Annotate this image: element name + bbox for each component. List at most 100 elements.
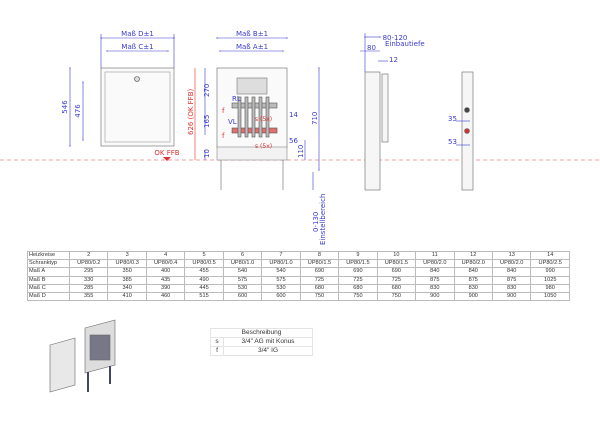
table-cell: UP80/1.0 [261,259,301,269]
table-cell: 7 [261,250,301,261]
table-cell: 750 [376,291,417,302]
table-cell: 830 [453,283,493,293]
table-cell: 8 [299,250,340,261]
table-cell: 410 [107,291,147,302]
table-cell: 540 [261,267,301,277]
table-cell: 285 [68,283,109,293]
dim-80-label: 80 [367,44,376,52]
table-cell: UP80/1.0 [222,259,263,269]
side-view [360,33,389,191]
row-label: Maß C [27,283,70,293]
right-view [456,71,474,191]
table-cell: 355 [68,291,109,302]
table-cell: 900 [453,291,493,302]
table-cell: UP80/1.5 [338,259,378,269]
table-cell: 385 [107,275,147,285]
table-cell: 540 [222,267,263,277]
table-cell: 980 [530,283,570,293]
table-cell: 840 [415,267,455,277]
table-cell: UP80/1.5 [376,259,417,269]
f-top-label: f [222,107,225,115]
desc-value: 3/4" IG [223,346,313,356]
table-cell: 12 [453,250,493,261]
adjust-range-label: 0-130 [312,212,320,232]
dim-35-label: 35 [448,115,457,123]
table-cell: UP80/0.5 [184,259,224,269]
table-cell: 750 [338,291,378,302]
table-cell: 900 [491,291,532,302]
depth-label: 80-120 [383,34,408,42]
row-label: Maß A [27,267,70,277]
dim-270-label: 270 [203,84,211,97]
open-view [194,37,320,190]
table-cell: 295 [68,267,109,277]
table-cell: UP80/0.3 [107,259,147,269]
front-view [69,34,175,147]
row-label: Maß D [27,291,70,302]
s5x-top-label: s (5x) [255,116,272,123]
table-cell: UP80/0.4 [145,259,186,269]
table-cell: UP80/1.5 [299,259,340,269]
dim-c-label: Maß C±1 [121,43,153,51]
table-cell: 680 [376,283,417,293]
desc-key: f [210,346,224,356]
table-cell: 13 [491,250,532,261]
table-cell: 690 [376,267,417,277]
dim-56-label: 56 [289,137,298,145]
table-cell: 840 [491,267,532,277]
table-cell: 690 [299,267,340,277]
table-cell: 575 [222,275,263,285]
table-cell: 5 [184,250,224,261]
dim-165-label: 165 [203,115,211,128]
table-cell: 725 [338,275,378,285]
dim-710-label: 710 [311,112,319,125]
table-cell: 6 [222,250,263,261]
dim-110-label: 110 [297,145,305,158]
table-cell: 10 [376,250,417,261]
height-inner-label: 476 [74,104,82,118]
table-cell: UP80/0.2 [68,259,109,269]
table-cell: 3 [107,250,147,261]
description-header: Beschreibung [210,328,313,338]
table-cell: UP80/2.0 [491,259,532,269]
table-cell: 390 [145,283,186,293]
table-cell: 460 [145,291,186,302]
table-cell: 9 [338,250,378,261]
dim-d-label: Maß D±1 [121,30,154,38]
table-cell: 1050 [530,291,570,302]
table-cell: 1025 [530,275,570,285]
height-total-label: 626 (OK FFB) [187,89,195,135]
row-label: Heizkreise [27,250,70,261]
row-label: Schranktyp [27,259,70,269]
table-cell: 750 [299,291,340,302]
table-cell: 490 [184,275,224,285]
table-cell: UP80/2.0 [415,259,455,269]
table-cell: 680 [338,283,378,293]
floor-label: OK FFB [154,149,179,157]
dim-53-label: 53 [448,138,457,146]
table-cell: 990 [530,267,570,277]
table-cell: 875 [453,275,493,285]
table-cell: 680 [299,283,340,293]
table-cell: 455 [184,267,224,277]
table-cell: 14 [530,250,570,261]
table-cell: 725 [299,275,340,285]
row-label: Maß B [27,275,70,285]
dim-b-label: Maß B±1 [236,30,268,38]
table-cell: UP80/2.0 [453,259,493,269]
depth-caption: Einbautiefe [385,40,425,48]
desc-value: 3/4" AG mit Konus [223,337,313,347]
table-cell: 830 [415,283,455,293]
table-cell: 330 [68,275,109,285]
table-cell: 445 [184,283,224,293]
table-cell: 840 [453,267,493,277]
table-cell: 515 [184,291,224,302]
table-cell: 530 [222,283,263,293]
table-cell: 600 [261,291,301,302]
